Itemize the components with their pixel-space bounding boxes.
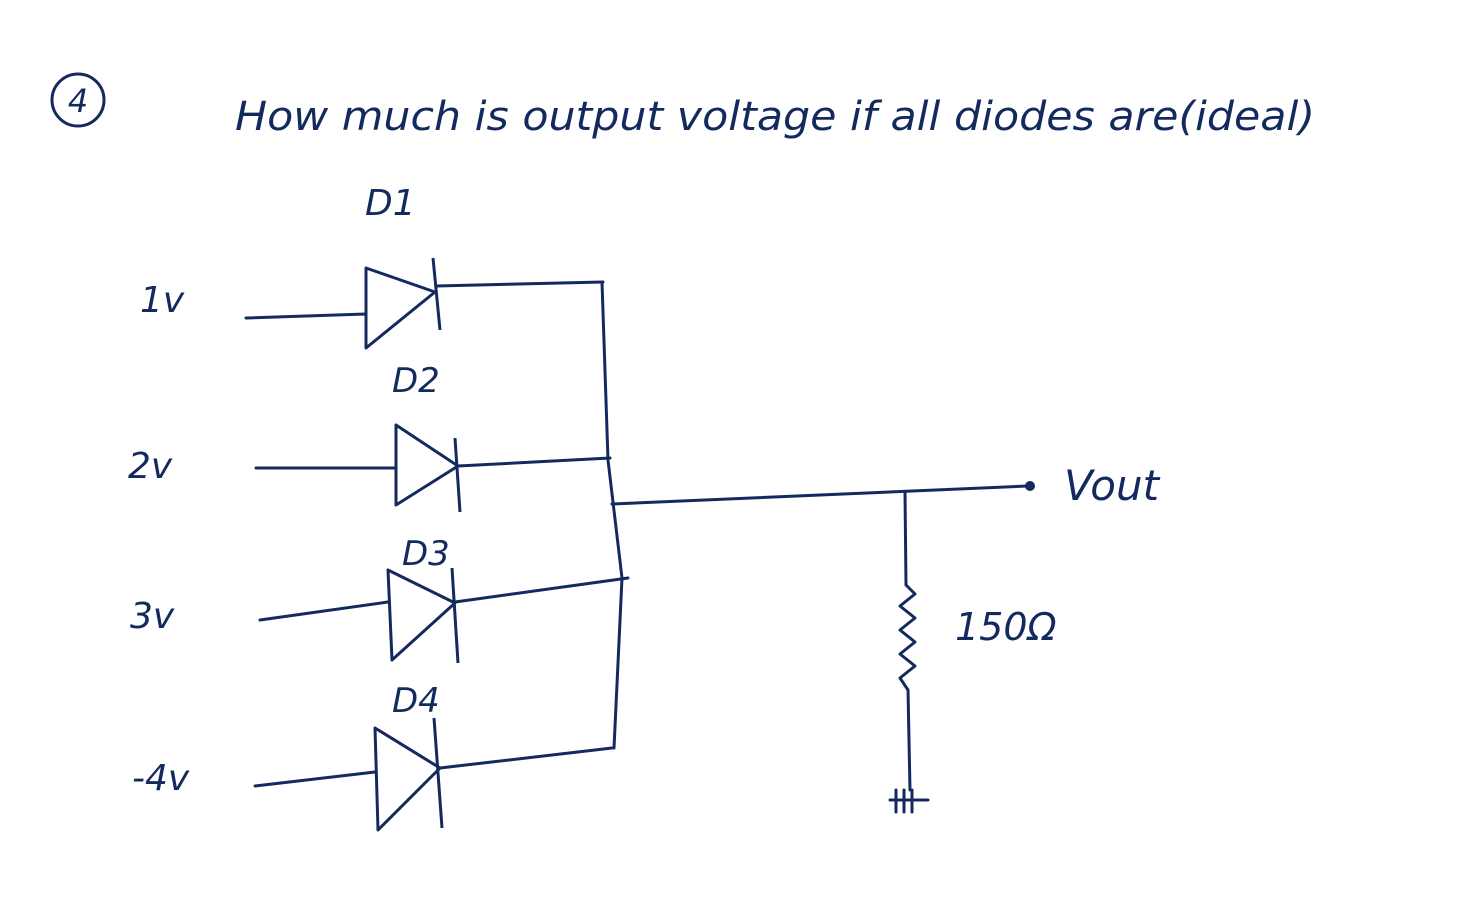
- branch-2: [254, 423, 612, 513]
- output-label: Vout: [1064, 461, 1161, 510]
- diode-label-d3: D3: [402, 534, 450, 574]
- output-terminal-icon: [1025, 481, 1035, 491]
- diode-label-d1: D1: [365, 183, 416, 224]
- diode-icon: [386, 567, 460, 664]
- input-wire-4: [253, 770, 377, 788]
- diode-icon: [364, 257, 442, 350]
- source-label-neg4v: -4v: [132, 758, 190, 799]
- common-bus: [600, 280, 624, 750]
- diode-label-d4: D4: [392, 681, 440, 721]
- problem-number: 4: [68, 82, 88, 120]
- source-label-3v: 3v: [130, 596, 175, 637]
- output-wire-3: [453, 576, 630, 604]
- input-wire-3: [258, 600, 390, 622]
- diode-icon: [394, 423, 462, 513]
- output-wire-1: [434, 280, 605, 288]
- branch-4: [253, 717, 614, 832]
- question-text: How much is output voltage if all diodes…: [235, 94, 1315, 140]
- branch-1: [244, 257, 605, 350]
- resistor-label: 150Ω: [955, 605, 1057, 649]
- output-line: [610, 484, 1030, 506]
- resistor-lead-top: [903, 490, 908, 587]
- source-label-1v: 1v: [140, 280, 185, 321]
- output-wire-4: [438, 746, 614, 770]
- problem-number-circle: [50, 72, 106, 128]
- ground-icon: [888, 788, 930, 814]
- source-label-2v: 2v: [128, 446, 173, 487]
- resistor-icon: [898, 583, 917, 692]
- input-wire-1: [244, 312, 368, 320]
- diode-icon: [373, 717, 444, 832]
- output-wire-2: [456, 456, 612, 468]
- branch-3: [258, 567, 630, 664]
- diode-label-d2: D2: [392, 361, 440, 401]
- resistor-lead-bottom: [906, 688, 912, 792]
